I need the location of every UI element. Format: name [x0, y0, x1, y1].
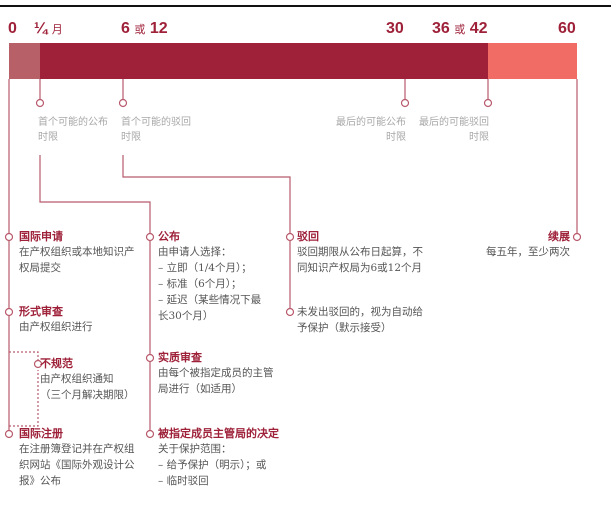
- tick-quarter: ¼ 月: [34, 20, 63, 38]
- step-substantive-examination: 实质审查 由每个被指定成员的主管局进行（如适用）: [158, 350, 276, 397]
- milestone-first-publication: 首个可能的公布时限: [38, 117, 108, 143]
- step-title: 形式审查: [19, 305, 63, 318]
- step-title: 被指定成员主管局的决定: [158, 427, 279, 440]
- bar-segment-main: [40, 43, 488, 79]
- or: 或: [134, 24, 146, 36]
- step-title: 驳回: [297, 230, 319, 243]
- step-text: 由产权组织通知: [40, 373, 114, 385]
- bar-segment-renewal: [488, 43, 577, 79]
- tick-30: 30: [386, 20, 404, 37]
- step-text: 每五年，至少两次: [486, 246, 570, 258]
- step-text: 在产权组织或本地知识产权局提交: [19, 246, 135, 274]
- step-text: – 延迟（某些情况下最长30个月）: [158, 294, 262, 322]
- step-no-refusal: 未发出驳回的，视为自动给予保护（默示接受）: [297, 304, 429, 336]
- tick-36-42: 36 或 42: [432, 20, 488, 38]
- or: 或: [454, 24, 466, 36]
- step-text: 驳回期限从公布日起算，不同知识产权局为6或12个月: [297, 246, 423, 274]
- tick-unit: 月: [51, 24, 63, 36]
- top-rule: [0, 5, 611, 7]
- step-title: 实质审查: [158, 351, 202, 364]
- step-renewal: 续展 每五年，至少两次: [470, 229, 570, 260]
- step-text: 未发出驳回的，视为自动给予保护（默示接受）: [297, 306, 423, 334]
- v: 12: [149, 20, 168, 37]
- step-text: – 标准（6个月）；: [158, 278, 242, 290]
- step-text: 在注册簿登记并在产权组织网站《国际外观设计公报》公布: [19, 443, 135, 487]
- step-international-application: 国际申请 在产权组织或本地知识产权局提交: [19, 229, 137, 276]
- step-irregularity: 不规范 由产权组织通知 （三个月解决期限）: [40, 356, 150, 403]
- bar-segment-initial: [9, 43, 40, 79]
- step-refusal: 驳回 驳回期限从公布日起算，不同知识产权局为6或12个月: [297, 229, 429, 276]
- milestone-first-refusal: 首个可能的驳回时限: [121, 117, 191, 143]
- step-international-registration: 国际注册 在注册簿登记并在产权组织网站《国际外观设计公报》公布: [19, 426, 137, 489]
- step-text: 由每个被指定成员的主管局进行（如适用）: [158, 367, 274, 395]
- step-text: – 临时驳回: [158, 475, 209, 487]
- step-text: – 给予保护（明示）；或: [158, 459, 267, 471]
- tick-0: 0: [8, 20, 17, 37]
- step-title: 续展: [548, 230, 570, 243]
- step-publication: 公布 由申请人选择： – 立即（1/4个月）； – 标准（6个月）； – 延迟（…: [158, 229, 268, 324]
- step-title: 国际注册: [19, 427, 63, 440]
- milestone-last-publication: 最后的可能公布时限: [336, 117, 406, 143]
- step-title: 国际申请: [19, 230, 63, 243]
- step-text: （三个月解决期限）: [40, 389, 135, 401]
- step-office-decision: 被指定成员主管局的决定 关于保护范围： – 给予保护（明示）；或 – 临时驳回: [158, 426, 298, 489]
- step-text: – 立即（1/4个月）；: [158, 262, 252, 274]
- tick-quarter-value: ¼: [34, 20, 48, 37]
- step-text: 关于保护范围：: [158, 443, 232, 455]
- step-title: 公布: [158, 230, 180, 243]
- milestone-last-refusal: 最后的可能驳回时限: [419, 117, 489, 143]
- step-text: 由产权组织进行: [19, 321, 93, 333]
- v: 36: [432, 20, 450, 37]
- step-text: 由申请人选择：: [158, 246, 232, 258]
- v: 42: [469, 20, 488, 37]
- tick-60: 60: [558, 20, 576, 37]
- v: 6: [121, 20, 130, 37]
- tick-6-12: 6 或 12: [121, 20, 168, 38]
- step-formal-examination: 形式审查 由产权组织进行: [19, 304, 137, 335]
- step-title: 不规范: [40, 357, 73, 370]
